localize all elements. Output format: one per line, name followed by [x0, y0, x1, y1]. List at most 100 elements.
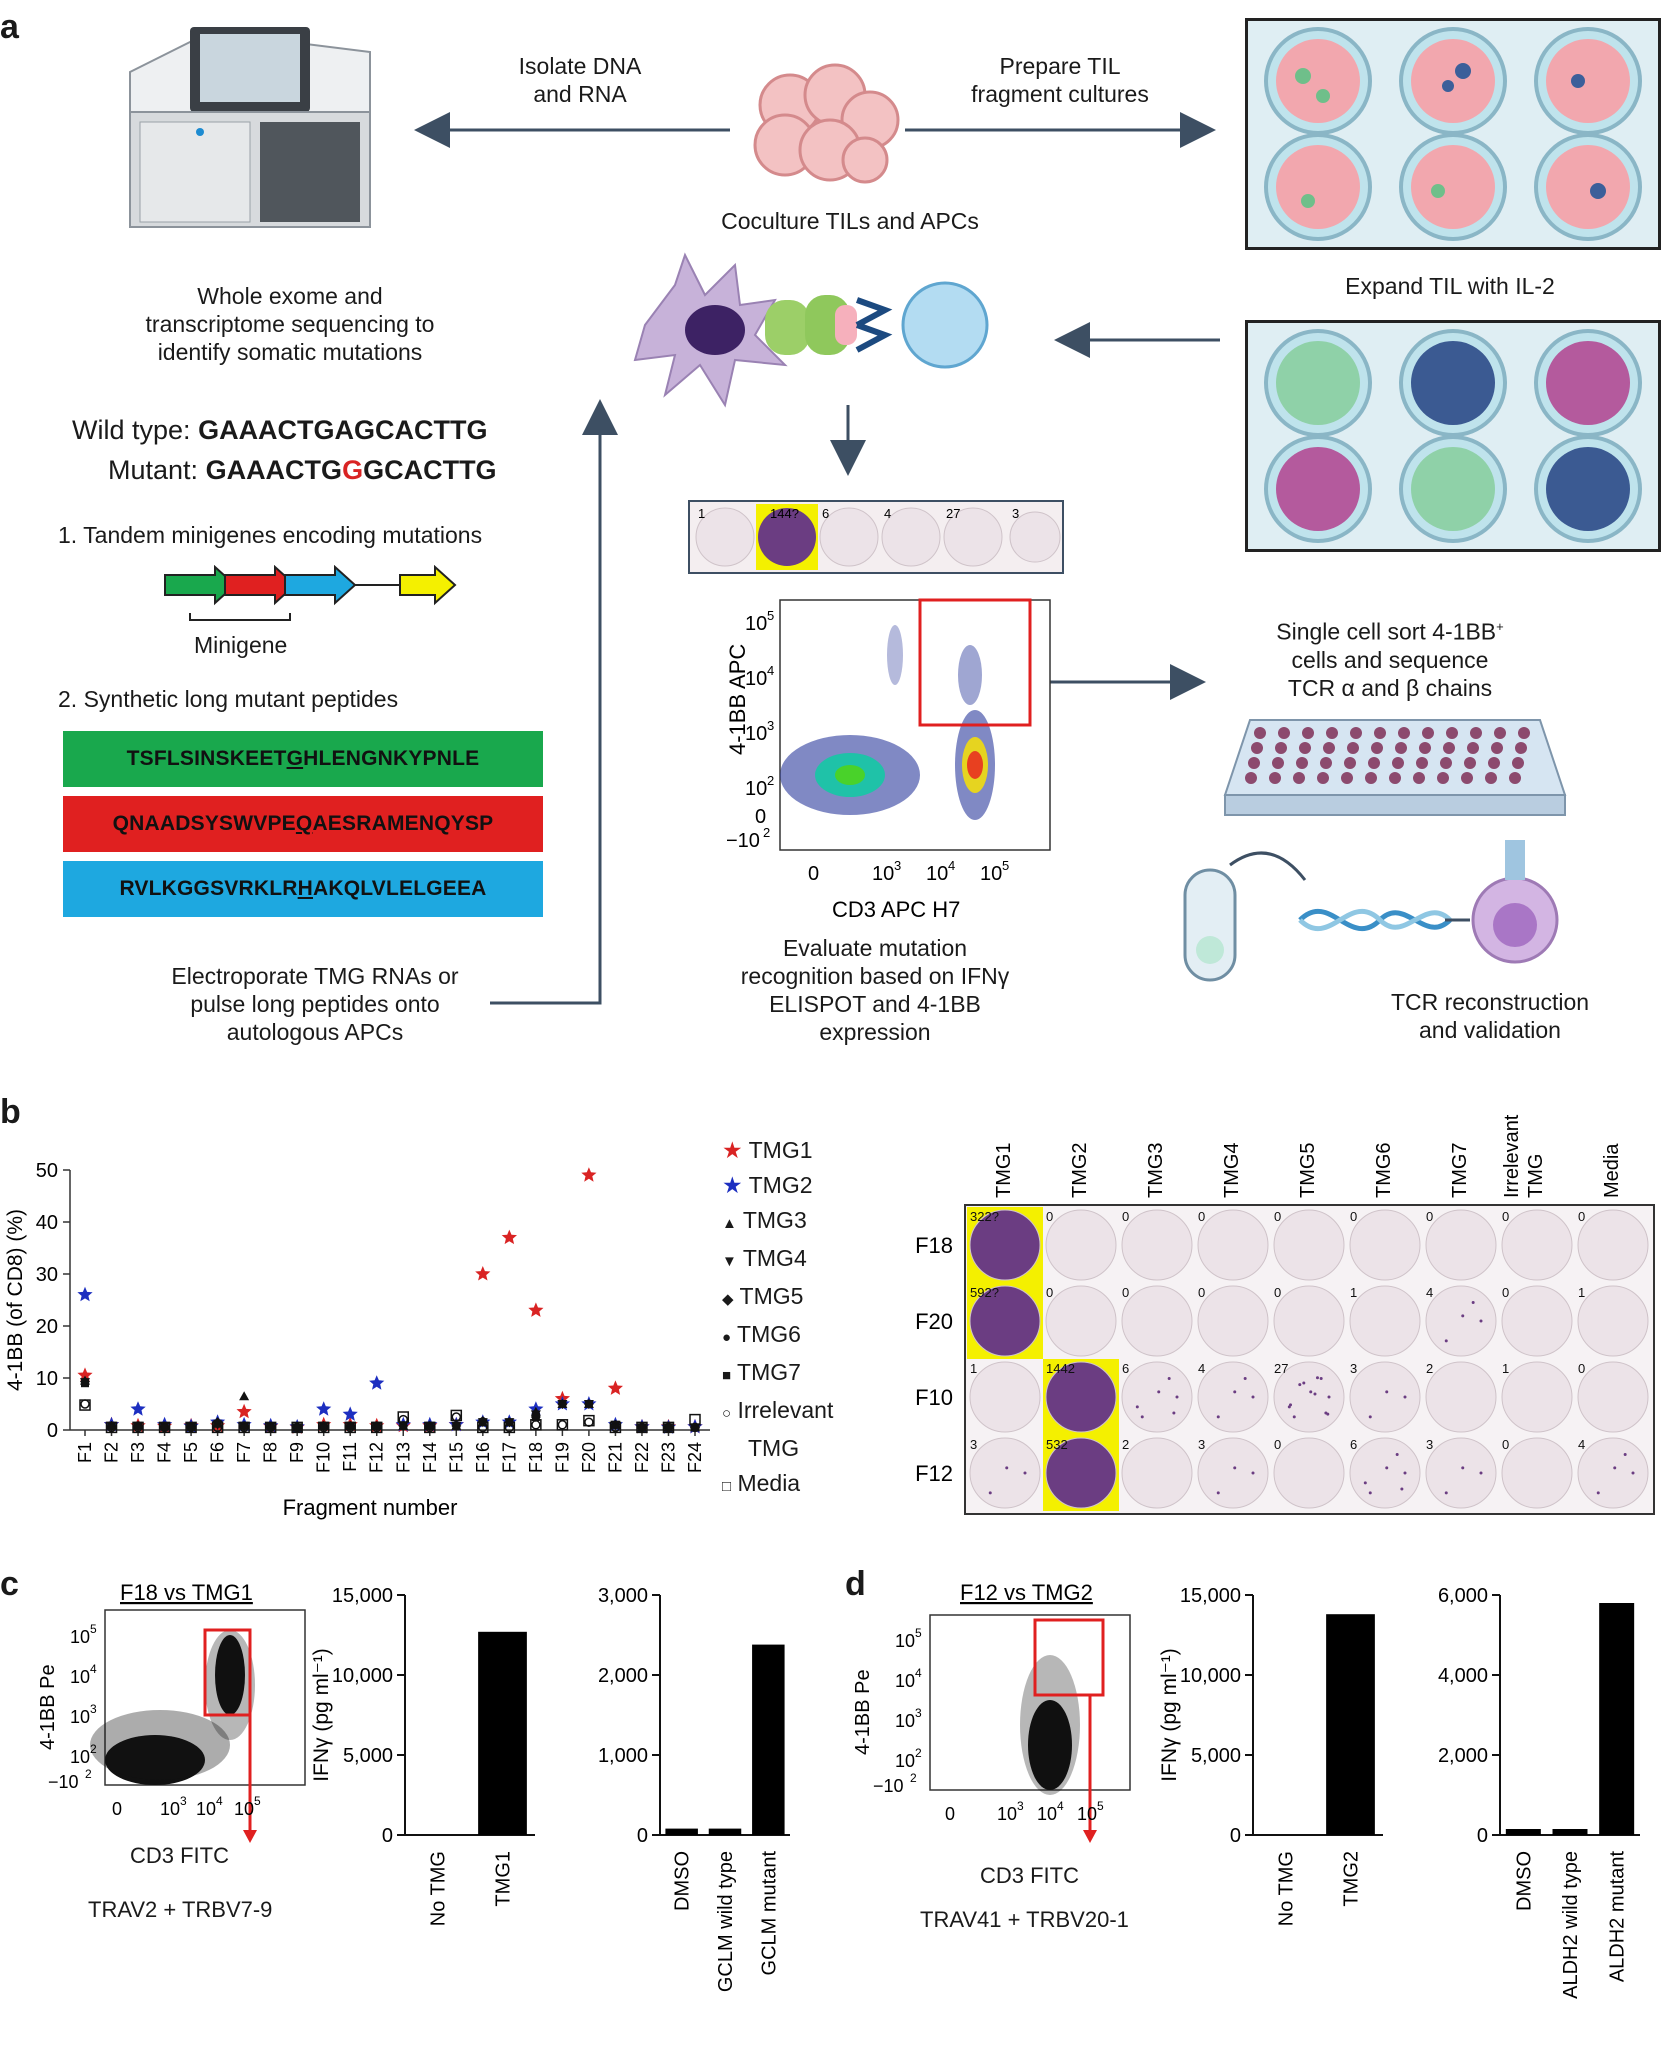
data-point: [584, 1400, 593, 1408]
elispot-spot: [1613, 1466, 1617, 1470]
elispot-spot: [1243, 1376, 1247, 1380]
svg-text:3: 3: [915, 1706, 922, 1720]
elispot-column-label: Irrelevant: [1501, 1114, 1523, 1198]
x-tick-label: F19: [552, 1442, 572, 1473]
elispot-spot: [1326, 1412, 1330, 1416]
data-point: [558, 1400, 567, 1408]
bar: [752, 1644, 785, 1835]
elispot-spot: [1251, 1395, 1255, 1399]
data-point: [691, 1423, 699, 1432]
svg-text:5: 5: [767, 608, 774, 623]
bar: [708, 1828, 742, 1835]
elispot-well: [1273, 1437, 1345, 1509]
elispot-well: [1577, 1437, 1649, 1509]
svg-text:3: 3: [894, 858, 901, 873]
legend-item: ★ TMG2: [722, 1172, 813, 1198]
elispot-spot: [1461, 1466, 1465, 1470]
elispot-count: 0: [1122, 1285, 1129, 1300]
data-point: [370, 1421, 383, 1434]
plate-well: [1440, 757, 1452, 769]
data-point: [160, 1422, 169, 1431]
elispot-spot: [1157, 1390, 1161, 1394]
data-point: [450, 1409, 463, 1422]
elispot-count: 3: [1426, 1437, 1433, 1452]
plate-well: [1341, 772, 1353, 784]
data-point: [346, 1421, 355, 1430]
y-tick-label: 15,000: [332, 1585, 393, 1607]
x-tick-label: F21: [605, 1442, 625, 1473]
data-point: [159, 1422, 170, 1433]
panel-b-letter: b: [0, 1093, 21, 1131]
data-point: [345, 1422, 355, 1433]
y-tick-label: 15,000: [1180, 1585, 1241, 1607]
plate-well: [1302, 727, 1314, 739]
plate-well: [1350, 727, 1362, 739]
expand-label: Expand TIL with IL-2: [1345, 273, 1555, 299]
svg-text:10: 10: [160, 1799, 180, 1819]
elispot-count: 0: [1578, 1361, 1585, 1376]
elispot-well: [969, 1285, 1041, 1357]
data-point-star: [77, 1286, 93, 1302]
svg-text:0: 0: [945, 1804, 955, 1824]
data-point: [503, 1421, 516, 1434]
svg-text:2: 2: [90, 1742, 97, 1756]
y-tick-label: 0: [1230, 1825, 1241, 1847]
x-tick-label: F16: [473, 1442, 493, 1473]
elispot-spot: [1363, 1481, 1367, 1485]
x-tick-label: F5: [181, 1442, 201, 1463]
elispot-spot: [1368, 1491, 1372, 1495]
x-tick-label: DMSO: [672, 1851, 694, 1911]
plate-well: [1278, 727, 1290, 739]
elispot-well: [1425, 1285, 1497, 1357]
legend-item: ★ TMG1: [722, 1137, 813, 1163]
elispot-column-label: TMG1: [993, 1142, 1015, 1198]
elispot-count: 27: [1274, 1361, 1288, 1376]
data-point: [397, 1411, 410, 1423]
data-point: [105, 1421, 118, 1434]
elispot-spot: [1005, 1466, 1009, 1470]
plate-well: [1515, 742, 1527, 754]
elispot-count: 1442: [1046, 1361, 1075, 1376]
elispot-count: 322?: [970, 1209, 999, 1224]
elispot-well: [1425, 1361, 1497, 1433]
svg-text:5: 5: [254, 1794, 261, 1808]
plate-well: [1443, 742, 1455, 754]
plate-well: [1245, 772, 1257, 784]
x-tick-label: GCLM mutant: [758, 1851, 780, 1976]
data-point: [424, 1421, 436, 1434]
flow-title: F12 vs TMG2: [960, 1580, 1093, 1605]
x-tick-label: F22: [632, 1442, 652, 1473]
elispot-well: [1197, 1209, 1269, 1281]
y-tick-label: 5,000: [343, 1745, 393, 1767]
y-tick-label: 40: [36, 1212, 58, 1234]
plate-well: [1326, 727, 1338, 739]
elispot-well: [1577, 1285, 1649, 1357]
legend-item: ■ TMG7: [722, 1359, 801, 1385]
elispot-column-label: TMG: [1525, 1154, 1547, 1198]
elispot-well: [1501, 1209, 1573, 1281]
elispot-count: 3: [1198, 1437, 1205, 1452]
legend-item: ○ Irrelevant: [722, 1397, 834, 1423]
elispot-spot: [1461, 1314, 1465, 1318]
plate-well: [1296, 757, 1308, 769]
elispot-well: [969, 1437, 1041, 1509]
svg-text:10: 10: [895, 1751, 915, 1771]
svg-text:10: 10: [997, 1804, 1017, 1824]
elispot-well: [1273, 1209, 1345, 1281]
elispot-spot: [1479, 1319, 1483, 1323]
elispot-well: [1045, 1361, 1117, 1433]
step2-label: 2. Synthetic long mutant peptides: [58, 686, 399, 712]
data-point: [637, 1423, 646, 1432]
y-tick-label: 2,000: [1438, 1745, 1488, 1767]
plate-well: [1275, 742, 1287, 754]
step1-label: 1. Tandem minigenes encoding mutations: [58, 522, 483, 548]
flow-x-label: CD3 APC H7: [832, 897, 960, 922]
legend-item: ● TMG6: [722, 1321, 801, 1347]
plate-well: [1467, 742, 1479, 754]
elispot-spot: [1385, 1466, 1389, 1470]
